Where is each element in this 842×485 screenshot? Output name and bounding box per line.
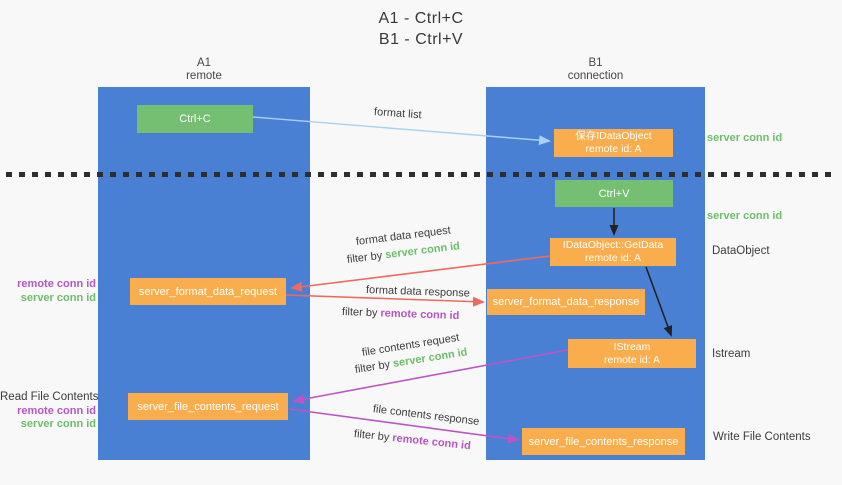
side-label-server-conn-id-mid: server conn id xyxy=(707,210,783,222)
node-istream-line1: IStream xyxy=(613,340,651,353)
filter-by-text: filter by xyxy=(354,358,394,376)
edge-label-format-data-response: format data response xyxy=(365,284,471,300)
side-label-dataobject: DataObject xyxy=(712,245,770,257)
side-label-write-file-contents: Write File Contents xyxy=(713,431,811,443)
section-divider-dotted-line xyxy=(6,172,836,177)
side-label-istream: Istream xyxy=(712,348,751,360)
server-conn-id-text: server conn id xyxy=(384,240,461,262)
lifeline-header-a1: A1 remote xyxy=(98,57,310,83)
node-idataobject-getdata: IDataObject::GetData remote id: A xyxy=(550,238,676,266)
node-ctrl-c: Ctrl+C xyxy=(137,105,253,133)
node-ctrl-v-label: Ctrl+V xyxy=(598,187,630,200)
side-label-group-file-ids: Read File Contents remote conn id server… xyxy=(0,391,99,432)
node-server-file-contents-request-label: server_file_contents_request xyxy=(137,400,279,413)
title-line-2: B1 - Ctrl+V xyxy=(378,31,464,48)
lifeline-a1-subtitle: remote xyxy=(186,70,222,82)
node-idataobject-getdata-line1: IDataObject::GetData xyxy=(562,239,664,251)
side-label-server-conn-id: server conn id xyxy=(20,291,96,304)
side-label-remote-conn-id: remote conn id xyxy=(17,404,96,417)
diagram-title: A1 - Ctrl+C B1 - Ctrl+V xyxy=(0,8,842,50)
lifeline-header-b1: B1 connection xyxy=(486,57,705,83)
node-server-file-contents-request: server_file_contents_request xyxy=(128,393,288,420)
node-server-format-data-response-label: server_format_data_response xyxy=(492,296,640,308)
title-line-1: A1 - Ctrl+C xyxy=(378,10,464,27)
side-label-group-format-ids: remote conn id server conn id xyxy=(0,278,96,305)
node-server-format-data-response: server_format_data_response xyxy=(487,289,645,315)
node-server-format-data-request: server_format_data_request xyxy=(130,278,286,305)
lifeline-b1-subtitle: connection xyxy=(567,70,624,82)
node-server-file-contents-response-label: server_file_contents_response xyxy=(528,435,679,448)
node-istream-line2: remote id: A xyxy=(603,353,661,366)
side-label-server-conn-id: server conn id xyxy=(20,418,96,430)
side-label-remote-conn-id: remote conn id xyxy=(17,278,96,290)
side-label-server-conn-id-top: server conn id xyxy=(707,132,783,144)
remote-conn-id-text: remote conn id xyxy=(391,432,472,453)
filter-by-text: filter by xyxy=(346,249,386,266)
node-save-idataobject-line2: remote id: A xyxy=(585,143,642,155)
node-server-format-data-request-label: server_format_data_request xyxy=(138,285,278,298)
edge-label-file-response-filter: filter by remote conn id xyxy=(353,428,471,452)
node-save-idataobject-line1: 保存IDataObject xyxy=(575,130,652,142)
node-server-file-contents-response: server_file_contents_response xyxy=(522,428,685,455)
edge-label-format-response-filter: filter by remote conn id xyxy=(342,306,460,322)
lifeline-b1-id: B1 xyxy=(588,57,603,69)
node-ctrl-v: Ctrl+V xyxy=(555,180,673,207)
lifeline-a1-id: A1 xyxy=(196,57,212,69)
node-ctrl-c-label: Ctrl+C xyxy=(179,113,211,125)
side-label-read-file-contents: Read File Contents xyxy=(0,391,99,403)
node-idataobject-getdata-line2: remote id: A xyxy=(584,252,642,264)
remote-conn-id-text: remote conn id xyxy=(380,307,460,323)
edge-label-format-list: format list xyxy=(373,106,422,122)
filter-by-text: filter by xyxy=(353,428,393,444)
node-save-idataobject: 保存IDataObject remote id: A xyxy=(554,129,673,157)
edge-label-file-contents-response: file contents response xyxy=(372,403,480,428)
filter-by-text: filter by xyxy=(341,306,381,320)
node-istream: IStream remote id: A xyxy=(568,339,696,368)
